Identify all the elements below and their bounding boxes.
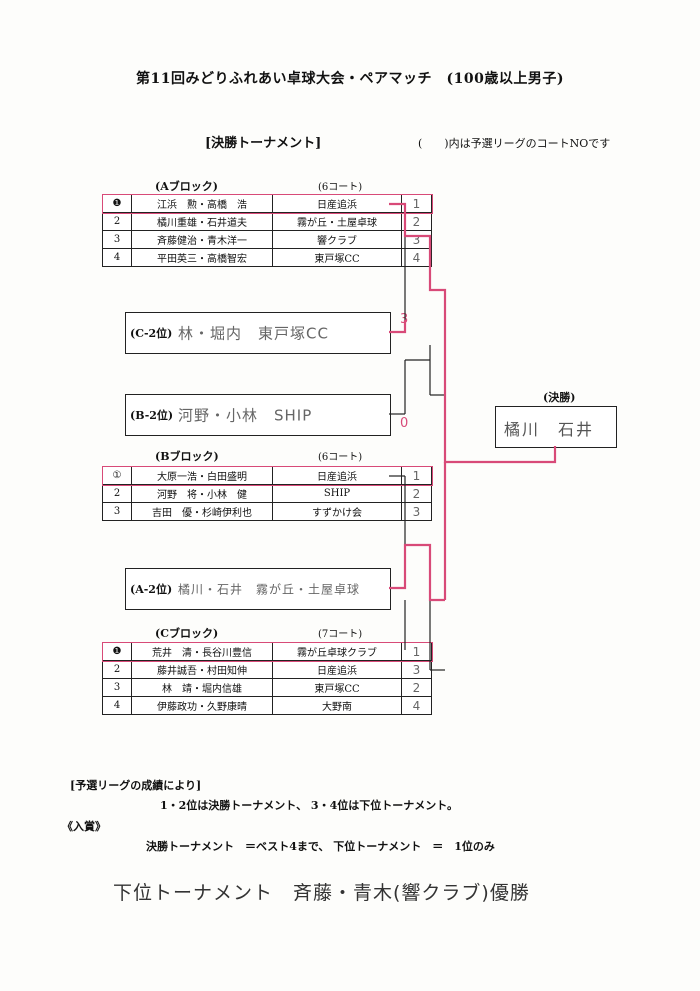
court-number: 2 <box>401 212 432 231</box>
prize-heading: 《入賞》 <box>62 820 106 833</box>
final-winner-handwritten: 橘川 石井 <box>504 420 595 439</box>
slot-c2-label: (C-2位) <box>130 327 173 340</box>
club-name: 大野南 <box>272 696 402 715</box>
notes-heading: [予選リーグの成績により] <box>70 779 202 792</box>
table-row: 2 藤井誠吾・村田知伸 日産追浜 3 <box>102 660 432 679</box>
page-title: 第11回みどりふれあい卓球大会・ペアマッチ (100歳以上男子) <box>136 71 564 87</box>
block-b-label: (Bブロック) <box>155 450 219 463</box>
slot-b2-label: (B-2位) <box>130 409 174 422</box>
slot-a2-label: (A-2位) <box>130 583 173 596</box>
court-number: 3 <box>401 502 432 521</box>
slot-b2: (B-2位) 河野・小林 SHIP <box>125 394 391 436</box>
court-number: 4 <box>401 696 432 715</box>
slot-a2-handwritten: 橘川・石井 霧が丘・土屋卓球 <box>178 582 361 597</box>
block-a-court: (6コート) <box>318 182 363 193</box>
slot-c2: (C-2位) 林・堀内 東戸塚CC <box>125 312 391 354</box>
table-row: 4 伊藤政功・久野康晴 大野南 4 <box>102 696 432 715</box>
table-row: 3 吉田 優・杉崎伊利也 すずかけ会 3 <box>102 502 432 521</box>
prize-line: 決勝トーナメント ＝ベスト4まで、 下位トーナメント ＝ 1位のみ <box>146 840 495 853</box>
court-number: 1 <box>401 642 432 661</box>
handwritten-footer: 下位トーナメント 斉藤・青木(響クラブ)優勝 <box>113 882 530 904</box>
notes-line1: 1・2位は決勝トーナメント、 3・4位は下位トーナメント。 <box>160 799 459 812</box>
table-row: 4 平田英三・高橋智宏 東戸塚CC 4 <box>102 248 432 267</box>
slot-b2-handwritten: 河野・小林 SHIP <box>178 406 313 425</box>
table-row: 2 橘川重雄・石井道夫 霧が丘・土屋卓球 2 <box>102 212 432 231</box>
final-box: 橘川 石井 <box>495 406 617 448</box>
block-b-table: ① 大原一浩・白田盛明 日産追浜 1 2 河野 将・小林 健 SHIP 2 3 … <box>101 465 433 521</box>
block-b-court: (6コート) <box>318 452 363 463</box>
slot-c2-handwritten: 林・堀内 東戸塚CC <box>178 324 329 343</box>
tournament-subtitle: [決勝トーナメント] <box>205 136 322 151</box>
score-b2: 0 <box>400 416 409 431</box>
block-a-table: ❶ 江浜 勲・高橋 浩 日産追浜 1 2 橘川重雄・石井道夫 霧が丘・土屋卓球 … <box>101 193 433 267</box>
court-note: ( )内は予選リーグのコートNOです <box>418 137 611 150</box>
final-label: (決勝) <box>543 391 576 404</box>
score-c2: 3 <box>400 312 409 327</box>
block-c-table: ❶ 荒井 清・長谷川豊信 霧が丘卓球クラブ 1 2 藤井誠吾・村田知伸 日産追浜… <box>101 641 433 715</box>
block-a-label: (Aブロック) <box>155 180 218 193</box>
slot-a2: (A-2位) 橘川・石井 霧が丘・土屋卓球 <box>125 568 391 610</box>
rank-cell: 4 <box>102 696 132 715</box>
table-row: ❶ 荒井 清・長谷川豊信 霧が丘卓球クラブ 1 <box>101 641 433 662</box>
block-c-label: (Cブロック) <box>155 627 219 640</box>
pair-names: 伊藤政功・久野康晴 <box>131 696 273 715</box>
block-c-court: (7コート) <box>318 629 363 640</box>
